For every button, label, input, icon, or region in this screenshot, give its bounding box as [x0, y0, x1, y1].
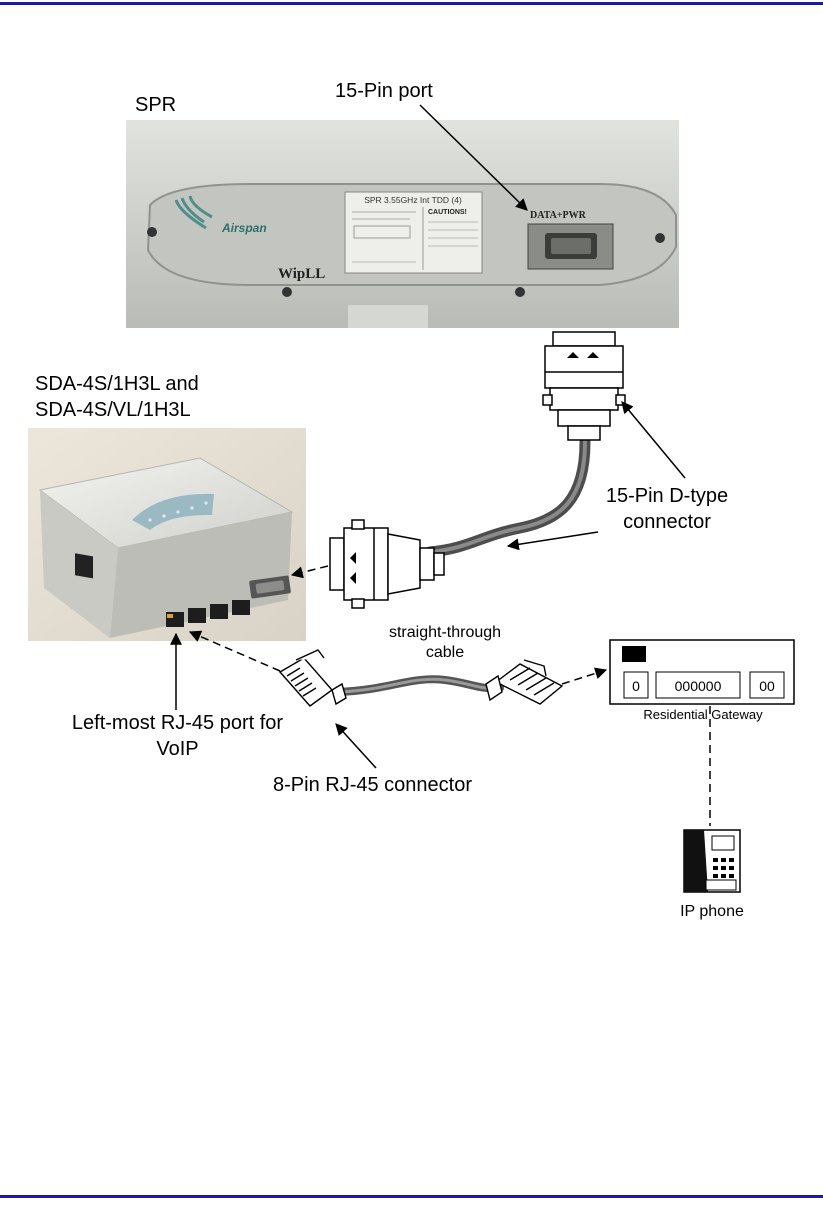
gateway-label: Residential Gateway	[610, 708, 796, 723]
spr-device-photo: Airspan WipLL SPR 3.55GHz Int TDD (4) CA…	[126, 120, 679, 328]
gateway-led-icon	[622, 646, 646, 662]
rj45-port-label-line2: VoIP	[40, 738, 315, 761]
rj45-port-label-line1: Left-most RJ-45 port for	[40, 712, 315, 735]
cable-callout-arrow	[508, 532, 598, 546]
svg-text:00: 00	[759, 678, 775, 694]
spr-port-label: DATA+PWR	[530, 210, 587, 221]
spr-15pin-port	[528, 224, 613, 269]
svg-text:000000: 000000	[675, 678, 722, 694]
cable-label-line2: cable	[370, 644, 520, 662]
rj45-connector-label: 8-Pin RJ-45 connector	[273, 774, 472, 797]
power-socket-icon	[75, 553, 93, 578]
screw-icon	[147, 227, 157, 237]
svg-text:SPR 3.55GHz Int TDD (4): SPR 3.55GHz Int TDD (4)	[364, 195, 462, 205]
spr-sticker: SPR 3.55GHz Int TDD (4) CAUTIONS!	[345, 192, 482, 273]
svg-text:0: 0	[632, 678, 640, 694]
ip-phone-icon	[684, 830, 740, 892]
spr-brand-text: Airspan	[221, 221, 267, 235]
ip-phone-label: IP phone	[652, 903, 772, 921]
dtype-callout-arrow	[622, 402, 685, 478]
screw-icon	[282, 287, 292, 297]
rj45-connector-callout-arrow	[336, 724, 376, 768]
dtype-connector-top	[543, 332, 625, 440]
screw-icon	[655, 233, 665, 243]
spr-model-text: WipLL	[278, 266, 325, 282]
rj45-to-gateway-link	[562, 670, 606, 684]
rj45-cable	[338, 679, 500, 692]
dtype-connector-left	[330, 520, 444, 608]
sda-label-line1: SDA-4S/1H3L and	[35, 373, 199, 396]
sda-device-photo	[28, 428, 306, 641]
cable-label-line1: straight-through	[370, 624, 520, 642]
screw-icon	[515, 287, 525, 297]
rj45-plug-right	[486, 660, 562, 704]
dtype-label-line2: connector	[592, 511, 742, 534]
port-15pin-label: 15-Pin port	[335, 80, 433, 103]
residential-gateway: 0 000000 00	[610, 640, 794, 704]
spr-label: SPR	[135, 94, 176, 117]
sda-label-line2: SDA-4S/VL/1H3L	[35, 399, 191, 422]
rj45-plug-left	[280, 650, 346, 706]
dtype-label-line1: 15-Pin D-type	[592, 485, 742, 508]
svg-text:CAUTIONS!: CAUTIONS!	[428, 209, 467, 216]
dtype-cable	[430, 442, 585, 552]
